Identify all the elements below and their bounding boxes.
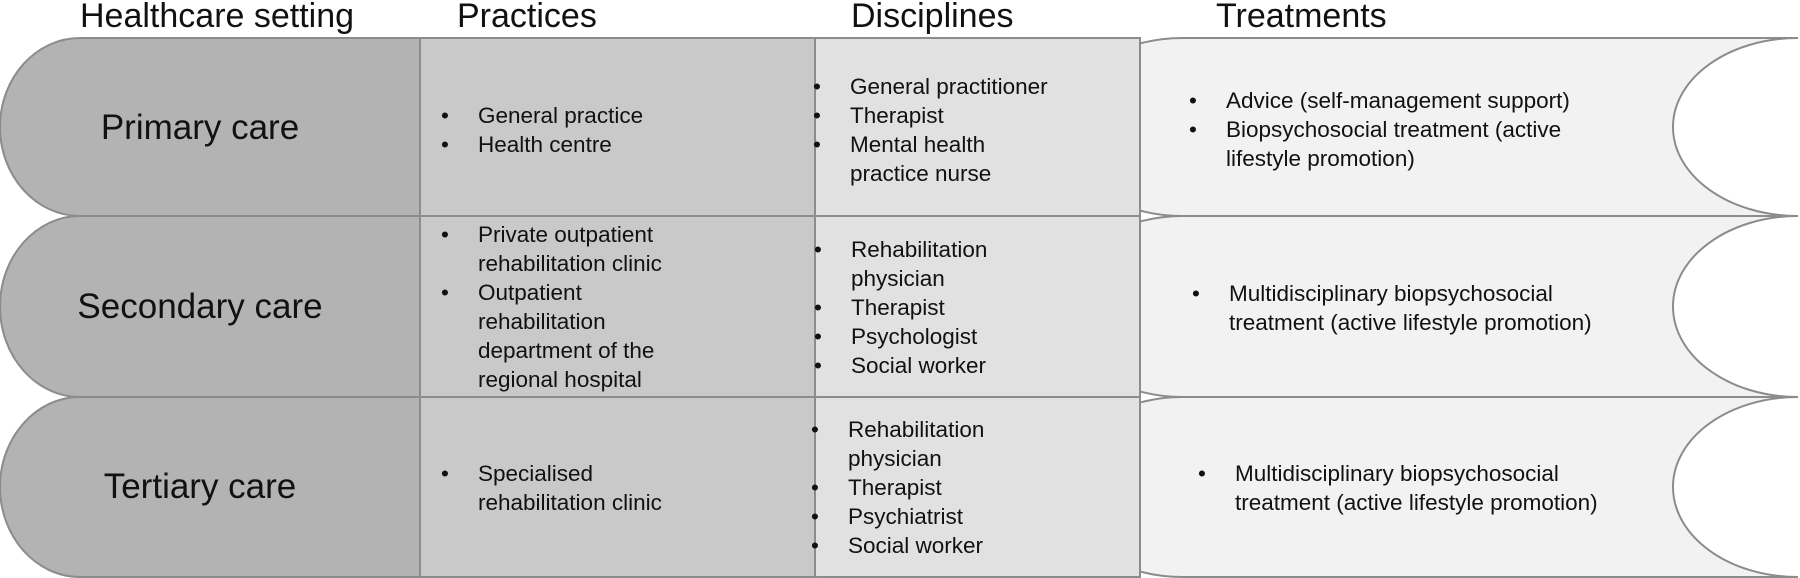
shape-setting-row-2: [0, 215, 421, 398]
practices-list-secondary: Private outpatient rehabilitation clinic…: [441, 220, 681, 394]
list-item: Psychologist: [814, 322, 1014, 351]
list-item: Multidisciplinary biopsychosocial treatm…: [1192, 279, 1649, 337]
setting-primary-care: Primary care: [100, 108, 300, 147]
header-disciplines: Disciplines: [851, 0, 1014, 35]
list-item: Social worker: [814, 351, 1014, 380]
disciplines-list-primary: General practitioner Therapist Mental he…: [813, 72, 1073, 188]
list-item: Therapist: [811, 473, 1011, 502]
header-healthcare-setting: Healthcare setting: [80, 0, 355, 35]
list-item: Rehabilitation physician: [814, 235, 1011, 293]
practices-list-primary: General practice Health centre: [441, 101, 681, 159]
list-item: Specialised rehabilitation clinic: [441, 459, 688, 517]
list-item: Health centre: [441, 130, 681, 159]
practices-list-tertiary: Specialised rehabilitation clinic: [441, 459, 681, 517]
setting-secondary-care: Secondary care: [77, 287, 323, 326]
header-practices: Practices: [457, 0, 597, 35]
list-item: Private outpatient rehabilitation clinic: [441, 220, 681, 278]
treatments-list-primary: Advice (self-management support) Biopsyc…: [1189, 86, 1609, 173]
disciplines-list-secondary: Rehabilitation physician Therapist Psych…: [814, 235, 1014, 380]
list-item: General practice: [441, 101, 681, 130]
list-item: General practitioner: [813, 72, 1073, 101]
setting-tertiary-care: Tertiary care: [103, 467, 297, 506]
list-item: Rehabilitation physician: [811, 415, 1008, 473]
list-item: Biopsychosocial treatment (active lifest…: [1189, 115, 1626, 173]
list-item: Mental health practice nurse: [813, 130, 1030, 188]
shape-setting-row-1: [0, 37, 421, 217]
list-item: Multidisciplinary biopsychosocial treatm…: [1198, 459, 1655, 517]
shape-setting-row-3: [0, 396, 421, 578]
header-treatments: Treatments: [1216, 0, 1387, 35]
list-item: Social worker: [811, 531, 1011, 560]
list-item: Outpatient rehabilitation department of …: [441, 278, 693, 394]
treatments-list-tertiary: Multidisciplinary biopsychosocial treatm…: [1198, 459, 1638, 517]
list-item: Advice (self-management support): [1189, 86, 1609, 115]
treatments-list-secondary: Multidisciplinary biopsychosocial treatm…: [1192, 279, 1632, 337]
list-item: Psychiatrist: [811, 502, 1011, 531]
list-item: Therapist: [814, 293, 1014, 322]
list-item: Therapist: [813, 101, 1073, 130]
disciplines-list-tertiary: Rehabilitation physician Therapist Psych…: [811, 415, 1011, 560]
